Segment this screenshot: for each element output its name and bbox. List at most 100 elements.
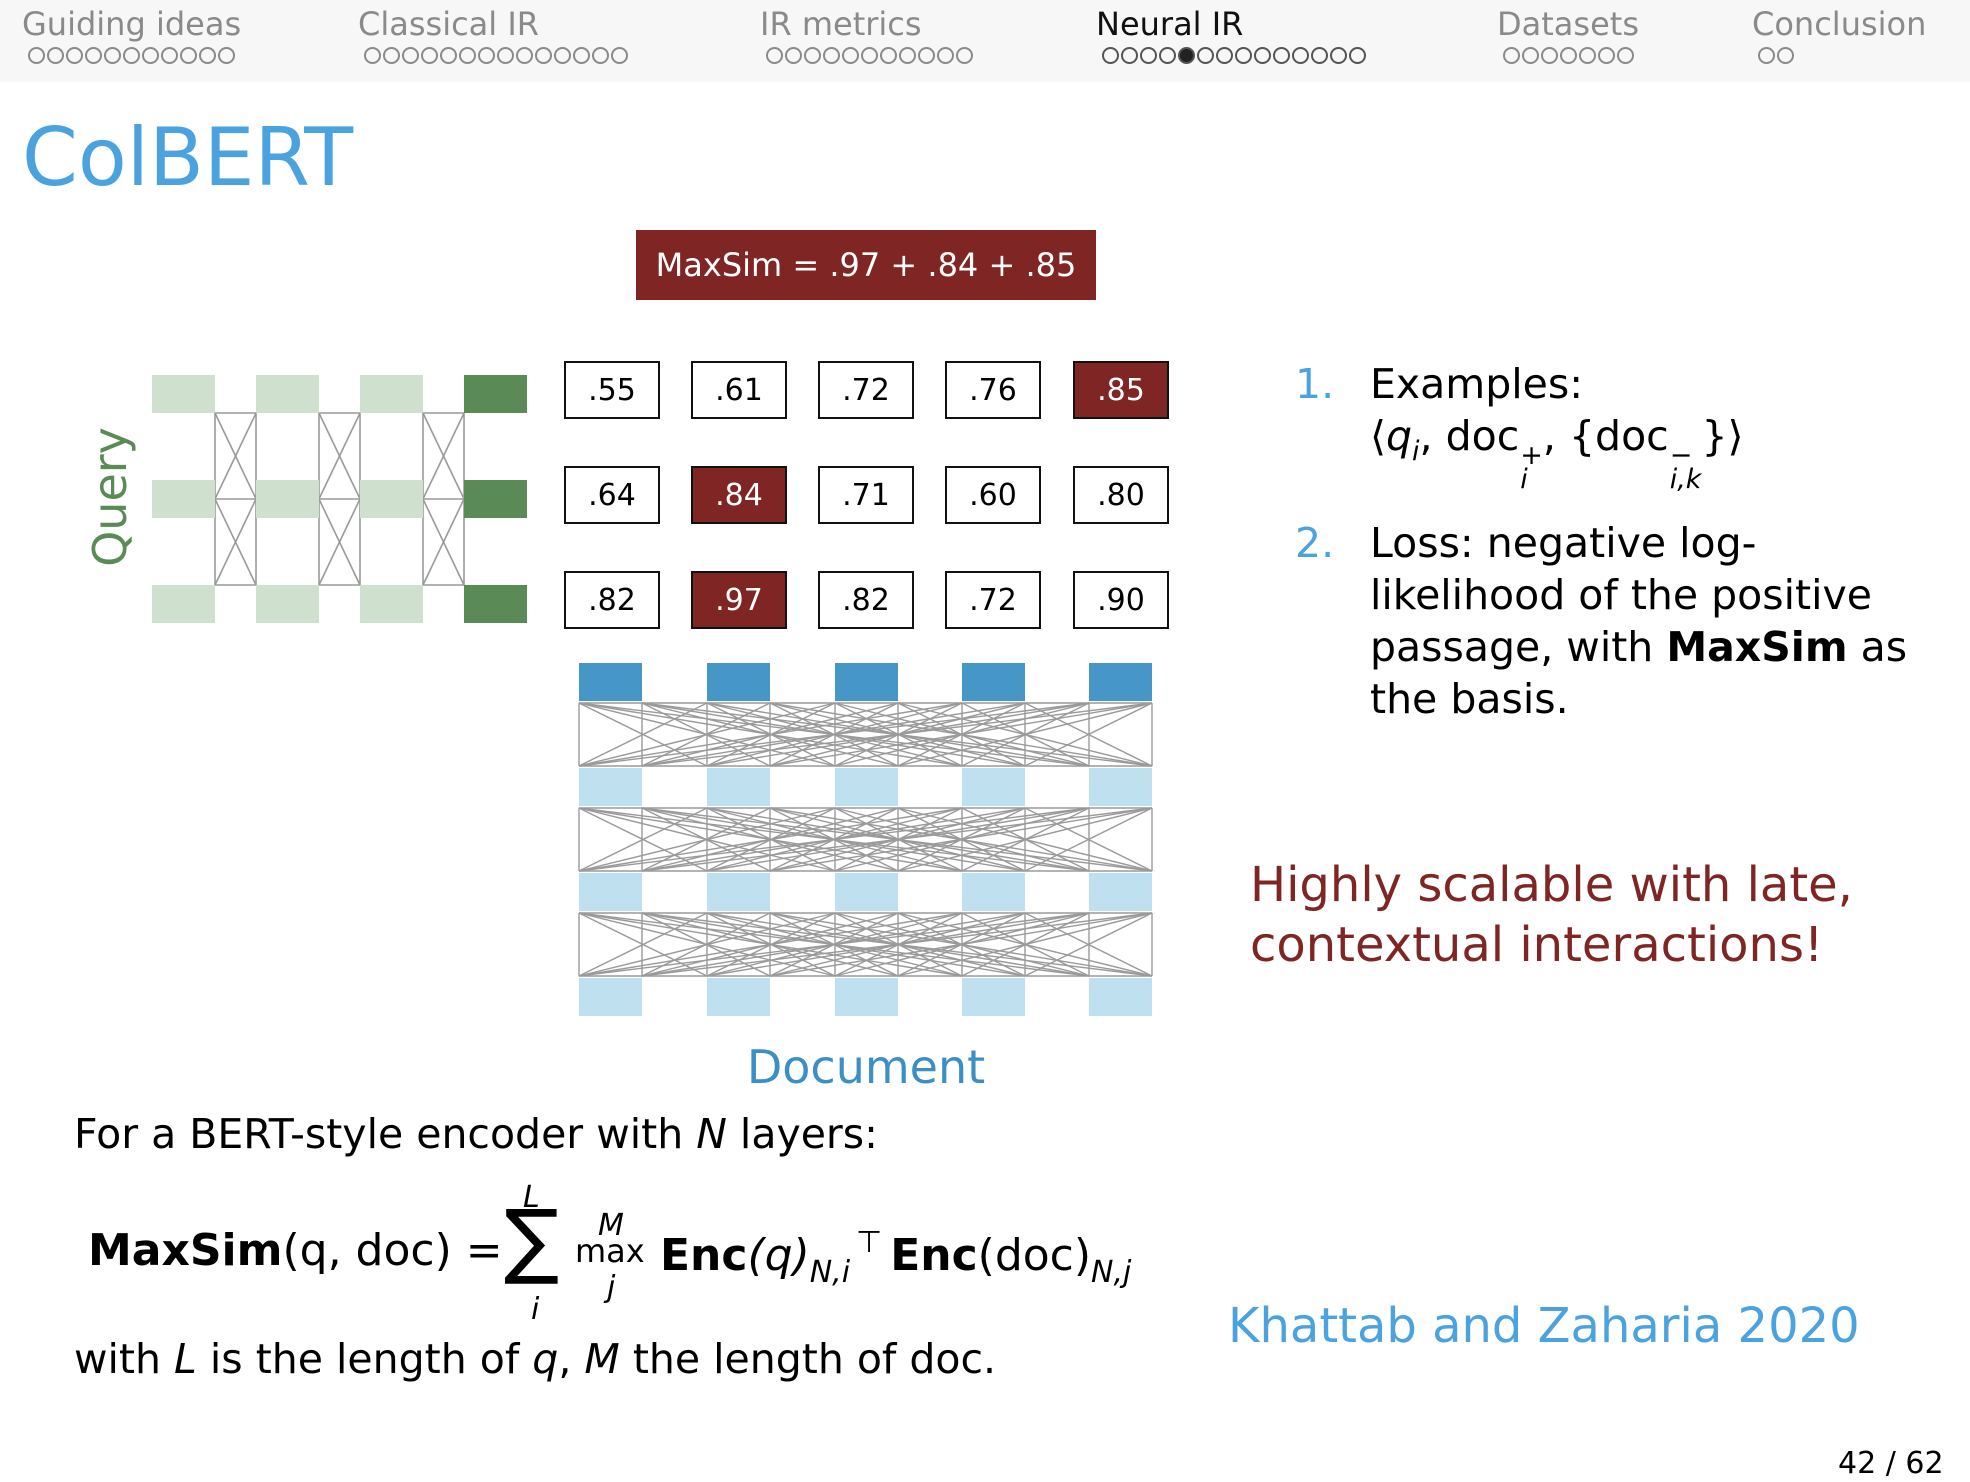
document-token-box [835,768,898,806]
nav-dot[interactable] [1330,47,1347,64]
nav-dot[interactable] [1560,47,1577,64]
nav-dot[interactable] [861,47,878,64]
nav-dot[interactable] [1254,47,1271,64]
nav-dot[interactable] [1102,47,1119,64]
nav-dot[interactable] [1292,47,1309,64]
document-connection [578,702,708,767]
nav-dot[interactable] [1235,47,1252,64]
nav-progress-dots [1102,47,1366,64]
nav-dot[interactable] [516,47,533,64]
nav-dot[interactable] [1758,47,1775,64]
nav-section-title[interactable]: Classical IR [358,5,540,43]
score-value: .80 [1097,478,1145,513]
nav-dot[interactable] [161,47,178,64]
nav-dot[interactable] [402,47,419,64]
score-cell [818,361,914,419]
nav-dot[interactable] [592,47,609,64]
nav-section[interactable]: Guiding ideas [22,4,241,64]
document-token-box [835,663,898,701]
step-examples: 1. Examples: ⟨qi, doc+i, {doc−i,k}⟩ [1295,358,1915,495]
nav-dot[interactable] [880,47,897,64]
nav-dot[interactable] [1140,47,1157,64]
nav-dot[interactable] [1197,47,1214,64]
maxsim-sum-box: MaxSim = .97 + .84 + .85 [636,230,1096,300]
document-token-box [1089,978,1152,1016]
nav-section[interactable]: IR metrics [760,4,973,64]
nav-dot[interactable] [85,47,102,64]
document-connection [578,702,836,767]
nav-dot[interactable] [421,47,438,64]
document-token-box [835,873,898,911]
nav-progress-dots [1758,47,1926,64]
nav-dot[interactable] [104,47,121,64]
document-token-box [579,978,642,1016]
document-token-box [1089,768,1152,806]
nav-dot[interactable] [1777,47,1794,64]
nav-dot[interactable] [1541,47,1558,64]
nav-section-title[interactable]: Guiding ideas [22,5,242,43]
document-token-box [579,873,642,911]
nav-dot[interactable] [823,47,840,64]
nav-dot[interactable] [180,47,197,64]
nav-dot[interactable] [1617,47,1634,64]
examples-formula: ⟨qi, doc+i, {doc−i,k}⟩ [1370,412,1744,495]
nav-dot[interactable] [459,47,476,64]
nav-dot[interactable] [611,47,628,64]
nav-section-title[interactable]: Conclusion [1752,5,1927,43]
nav-dot[interactable] [1522,47,1539,64]
document-connection [578,807,1090,872]
nav-section[interactable]: Neural IR [1096,4,1366,64]
document-connection [961,807,1090,872]
document-connection [578,807,836,872]
nav-dot[interactable] [554,47,571,64]
document-token-box [962,873,1025,911]
document-connection [706,702,1090,767]
nav-dot[interactable] [66,47,83,64]
nav-dot[interactable] [218,47,235,64]
nav-dot[interactable] [1579,47,1596,64]
nav-dot[interactable] [842,47,859,64]
document-label: Document [746,1040,986,1094]
nav-dot[interactable] [1349,47,1366,64]
nav-dot[interactable] [1178,47,1195,64]
nav-dot[interactable] [899,47,916,64]
nav-dot[interactable] [1311,47,1328,64]
score-value: .71 [842,478,890,513]
nav-section-title[interactable]: Neural IR [1096,5,1244,43]
document-connection [834,702,1090,767]
nav-dot[interactable] [1273,47,1290,64]
nav-section[interactable]: Datasets [1497,4,1639,64]
nav-section-title[interactable]: Datasets [1497,5,1639,43]
nav-dot[interactable] [1216,47,1233,64]
nav-dot[interactable] [1159,47,1176,64]
nav-dot[interactable] [956,47,973,64]
nav-dot[interactable] [1598,47,1615,64]
nav-dot[interactable] [804,47,821,64]
nav-dot[interactable] [1503,47,1520,64]
nav-dot[interactable] [918,47,935,64]
nav-dot[interactable] [535,47,552,64]
nav-dot[interactable] [497,47,514,64]
nav-dot[interactable] [364,47,381,64]
score-value: .85 [1097,373,1145,408]
nav-dot[interactable] [47,47,64,64]
nav-dot[interactable] [1121,47,1138,64]
nav-dot[interactable] [28,47,45,64]
nav-dot[interactable] [573,47,590,64]
query-token-box [152,480,215,518]
nav-dot[interactable] [478,47,495,64]
nav-dot[interactable] [440,47,457,64]
nav-dot[interactable] [142,47,159,64]
nav-dot[interactable] [383,47,400,64]
nav-dot[interactable] [785,47,802,64]
nav-dot[interactable] [766,47,783,64]
nav-section[interactable]: Classical IR [358,4,628,64]
nav-dot[interactable] [199,47,216,64]
score-value: .84 [715,478,763,513]
score-cell [1073,466,1169,524]
nav-dot[interactable] [937,47,954,64]
nav-section-title[interactable]: IR metrics [760,5,922,43]
query-token-box [256,375,319,413]
nav-dot[interactable] [123,47,140,64]
nav-section[interactable]: Conclusion [1752,4,1926,64]
